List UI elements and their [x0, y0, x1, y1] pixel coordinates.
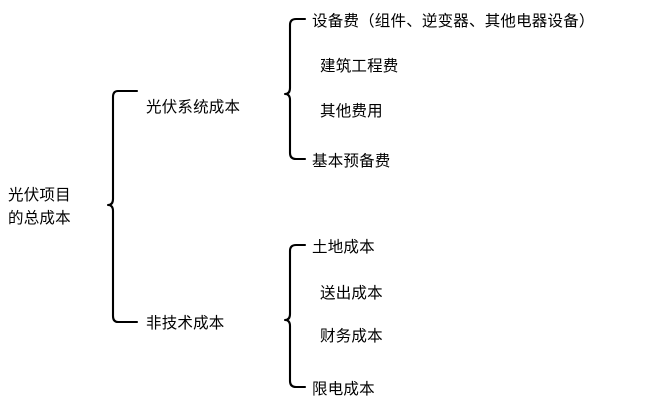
leaf-transmission-cost: 送出成本: [320, 284, 383, 302]
root-node: 光伏项目 的总成本: [8, 184, 104, 231]
leaf-construction-engineering-cost: 建筑工程费: [320, 57, 399, 75]
leaf-equipment-cost: 设备费（组件、逆变器、其他电器设备）: [312, 12, 595, 30]
branch-node-non-technical-cost: 非技术成本: [146, 314, 225, 332]
leaf-basic-reserve-cost: 基本预备费: [312, 152, 391, 170]
root-label-line-1: 光伏项目: [8, 186, 71, 204]
root-label-line-2: 的总成本: [8, 209, 71, 228]
leaf-other-expenses: 其他费用: [320, 102, 383, 120]
leaf-curtailment-cost: 限电成本: [312, 380, 375, 398]
root-bracket: [106, 89, 139, 324]
branch-2-bracket: [283, 243, 307, 389]
branch-1-bracket: [283, 17, 307, 161]
branch-node-pv-system-cost: 光伏系统成本: [146, 98, 241, 116]
leaf-financial-cost: 财务成本: [320, 327, 383, 345]
leaf-land-cost: 土地成本: [312, 238, 375, 256]
